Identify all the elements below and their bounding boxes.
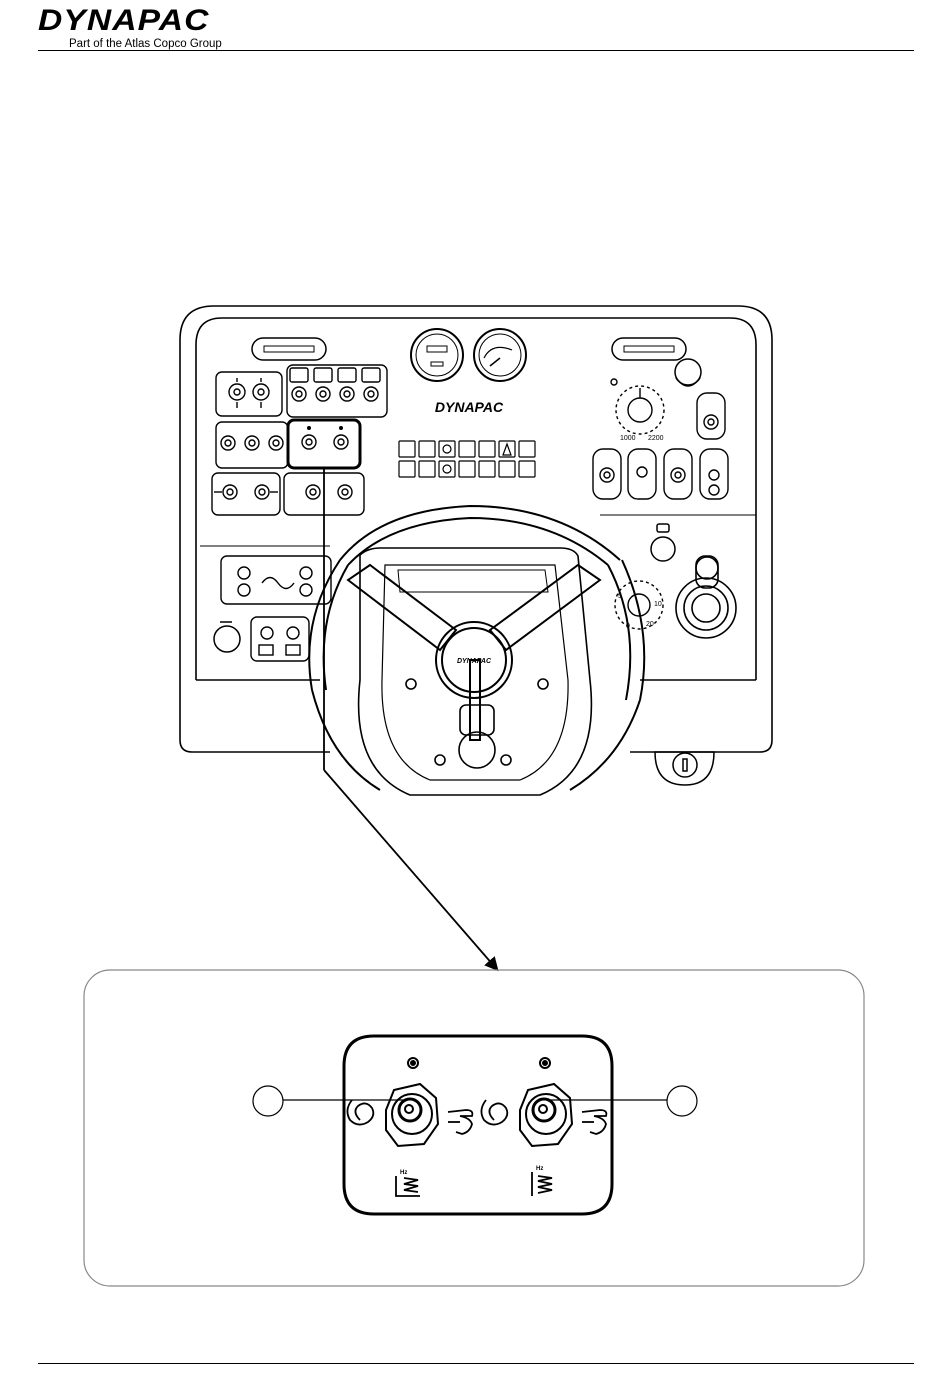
detail-low-frequency-icon <box>396 1176 420 1196</box>
detail-manual-vibration-icon-right <box>582 1110 606 1134</box>
detail-indicator-lamp-left <box>408 1058 418 1068</box>
switch-block-steering <box>216 372 282 416</box>
detail-indicator-lamp-right <box>540 1058 550 1068</box>
detail-manual-vibration-icon-left <box>448 1110 472 1134</box>
detail-low-frequency-label: Hz <box>400 1170 407 1176</box>
switch-block-sprinkler <box>216 422 288 468</box>
vib-dial-label-20: 20 <box>646 621 654 628</box>
steering-knob <box>459 705 495 768</box>
switch-block-lights <box>287 365 387 417</box>
detail-auto-vibration-icon-right <box>481 1100 507 1125</box>
detail-vibration-switch-left <box>386 1084 438 1146</box>
detail-auto-vibration-icon-left <box>347 1100 373 1125</box>
detail-vibration-switch-right <box>520 1084 572 1146</box>
switch-block-lower-left <box>221 556 331 604</box>
switch-block-work-lights <box>251 617 309 661</box>
drive-joystick <box>676 556 736 638</box>
engine-speed-dial <box>611 379 664 434</box>
hub-brand-logo: DYNAPAC <box>457 658 492 665</box>
switch-block-right <box>593 449 728 499</box>
switch-block-edge-cutter <box>212 473 280 515</box>
switch-block-vibration-highlighted <box>288 420 360 468</box>
detail-high-frequency-label: Hz <box>536 1166 543 1172</box>
horn-knob <box>675 359 701 386</box>
fuel-gauge <box>474 329 526 381</box>
hour-meter-gauge <box>411 329 463 381</box>
warning-lamp-grid <box>399 441 535 477</box>
engine-speed-min-label: 1000 <box>620 435 636 442</box>
panel-housing <box>180 306 772 752</box>
footer-rule <box>38 1363 914 1364</box>
horn-button <box>214 622 240 652</box>
display-bar-left <box>252 338 326 360</box>
vib-dial-label-10: 10 <box>654 601 662 608</box>
engine-speed-max-label: 2200 <box>648 435 664 442</box>
panel-brand-logo: DYNAPAC <box>435 399 504 415</box>
detail-high-frequency-icon <box>532 1172 552 1196</box>
detail-frame <box>84 970 864 1286</box>
emergency-stop-button <box>651 524 675 561</box>
steering-column-cover <box>359 548 592 795</box>
display-bar-right <box>612 338 686 360</box>
detail-callout-left <box>253 1086 405 1116</box>
ignition-key-housing <box>655 752 714 785</box>
callout-arrow <box>324 770 494 966</box>
parking-brake-switch <box>697 393 725 439</box>
